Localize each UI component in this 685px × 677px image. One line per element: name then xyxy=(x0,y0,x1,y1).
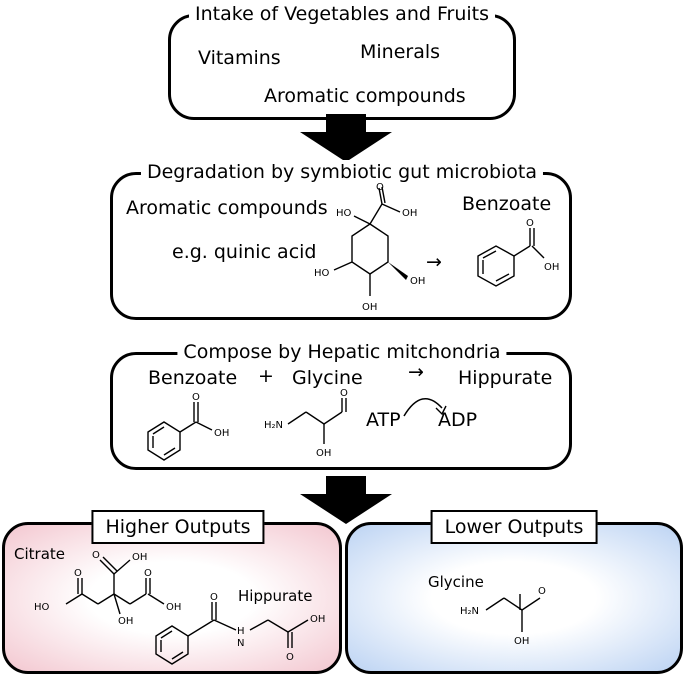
compose-arrow: → xyxy=(408,361,424,383)
atp-label: ATP xyxy=(366,409,401,431)
o-atom-g1: O xyxy=(340,388,348,399)
lower-outputs-label: Lower Outputs xyxy=(430,510,598,544)
oh-atom-c3: OH xyxy=(166,602,181,613)
o-atom-h1: O xyxy=(210,592,218,603)
ho-atom-c1: HO xyxy=(34,602,50,613)
adp-label: ADP xyxy=(438,409,478,431)
hepatic-title: Compose by Hepatic mitchondria xyxy=(177,340,507,364)
hippurate-structure: O H N OH O xyxy=(155,592,325,665)
glycine-label: Glycine xyxy=(292,367,363,389)
quinic-acid-text: e.g. quinic acid xyxy=(172,241,317,263)
glycine-structure-1: H₂N O OH xyxy=(264,388,348,459)
ho-atom-2: HO xyxy=(314,268,330,279)
glycine-output-label: Glycine xyxy=(428,573,484,591)
citrate-label: Citrate xyxy=(14,545,65,563)
hepatic-box xyxy=(110,352,572,470)
benzoate-product-label: Benzoate xyxy=(462,193,552,215)
down-arrow-2 xyxy=(300,476,392,524)
down-arrow-1 xyxy=(300,114,392,162)
oh-atom-b2: OH xyxy=(214,428,229,439)
higher-outputs-label: Higher Outputs xyxy=(91,510,265,544)
o-atom-c1: O xyxy=(74,568,82,579)
benzoate-structure-2: O OH xyxy=(147,392,229,461)
oh-atom-b1: OH xyxy=(544,262,559,273)
aromatic-compounds-label: Aromatic compounds xyxy=(264,85,466,107)
o-atom-b2: O xyxy=(192,392,200,403)
atp-adp-arrow xyxy=(403,398,447,417)
benzoate-label-2: Benzoate xyxy=(148,367,238,389)
oh-atom-h1: OH xyxy=(310,614,325,625)
oh-atom-3: OH xyxy=(410,276,425,287)
h2n-atom: H₂N xyxy=(264,420,283,431)
quinic-acid-structure: O OH HO HO OH OH xyxy=(314,182,425,313)
o-atom-c2: O xyxy=(92,550,100,561)
oh-atom-2: OH xyxy=(362,302,377,313)
aromatic-compounds-text: Aromatic compounds xyxy=(126,197,328,219)
ho-atom: HO xyxy=(336,208,352,219)
oh-atom-g2: OH xyxy=(514,636,529,647)
h2n-atom-2: H₂N xyxy=(460,606,479,617)
oh-atom-c2: OH xyxy=(118,616,133,627)
plus-sign: + xyxy=(258,365,274,387)
higher-outputs-box xyxy=(2,522,342,674)
o-atom-h2: O xyxy=(286,652,294,663)
degradation-arrow: → xyxy=(426,251,442,273)
o-atom-g2: O xyxy=(538,586,546,597)
degradation-title: Degradation by symbiotic gut microbiota xyxy=(140,160,544,184)
oh-atom-c1: OH xyxy=(132,552,147,563)
minerals-label: Minerals xyxy=(360,41,441,63)
o-atom: O xyxy=(376,182,384,193)
glycine-structure-2: H₂N O OH xyxy=(460,586,546,647)
o-atom-b1: O xyxy=(526,218,534,229)
oh-atom-g1: OH xyxy=(316,448,331,459)
n-atom-2: N xyxy=(237,638,244,649)
hippurate-label: Hippurate xyxy=(458,367,553,389)
hippurate-output-label: Hippurate xyxy=(238,587,313,605)
vitamins-label: Vitamins xyxy=(198,47,281,69)
o-atom-c3: O xyxy=(144,568,152,579)
n-atom: H xyxy=(237,626,245,637)
intake-title: Intake of Vegetables and Fruits xyxy=(189,2,495,26)
oh-atom: OH xyxy=(402,208,417,219)
citrate-structure: HO O O OH OH O OH xyxy=(34,550,181,627)
benzoate-structure-1: O OH xyxy=(477,218,559,287)
